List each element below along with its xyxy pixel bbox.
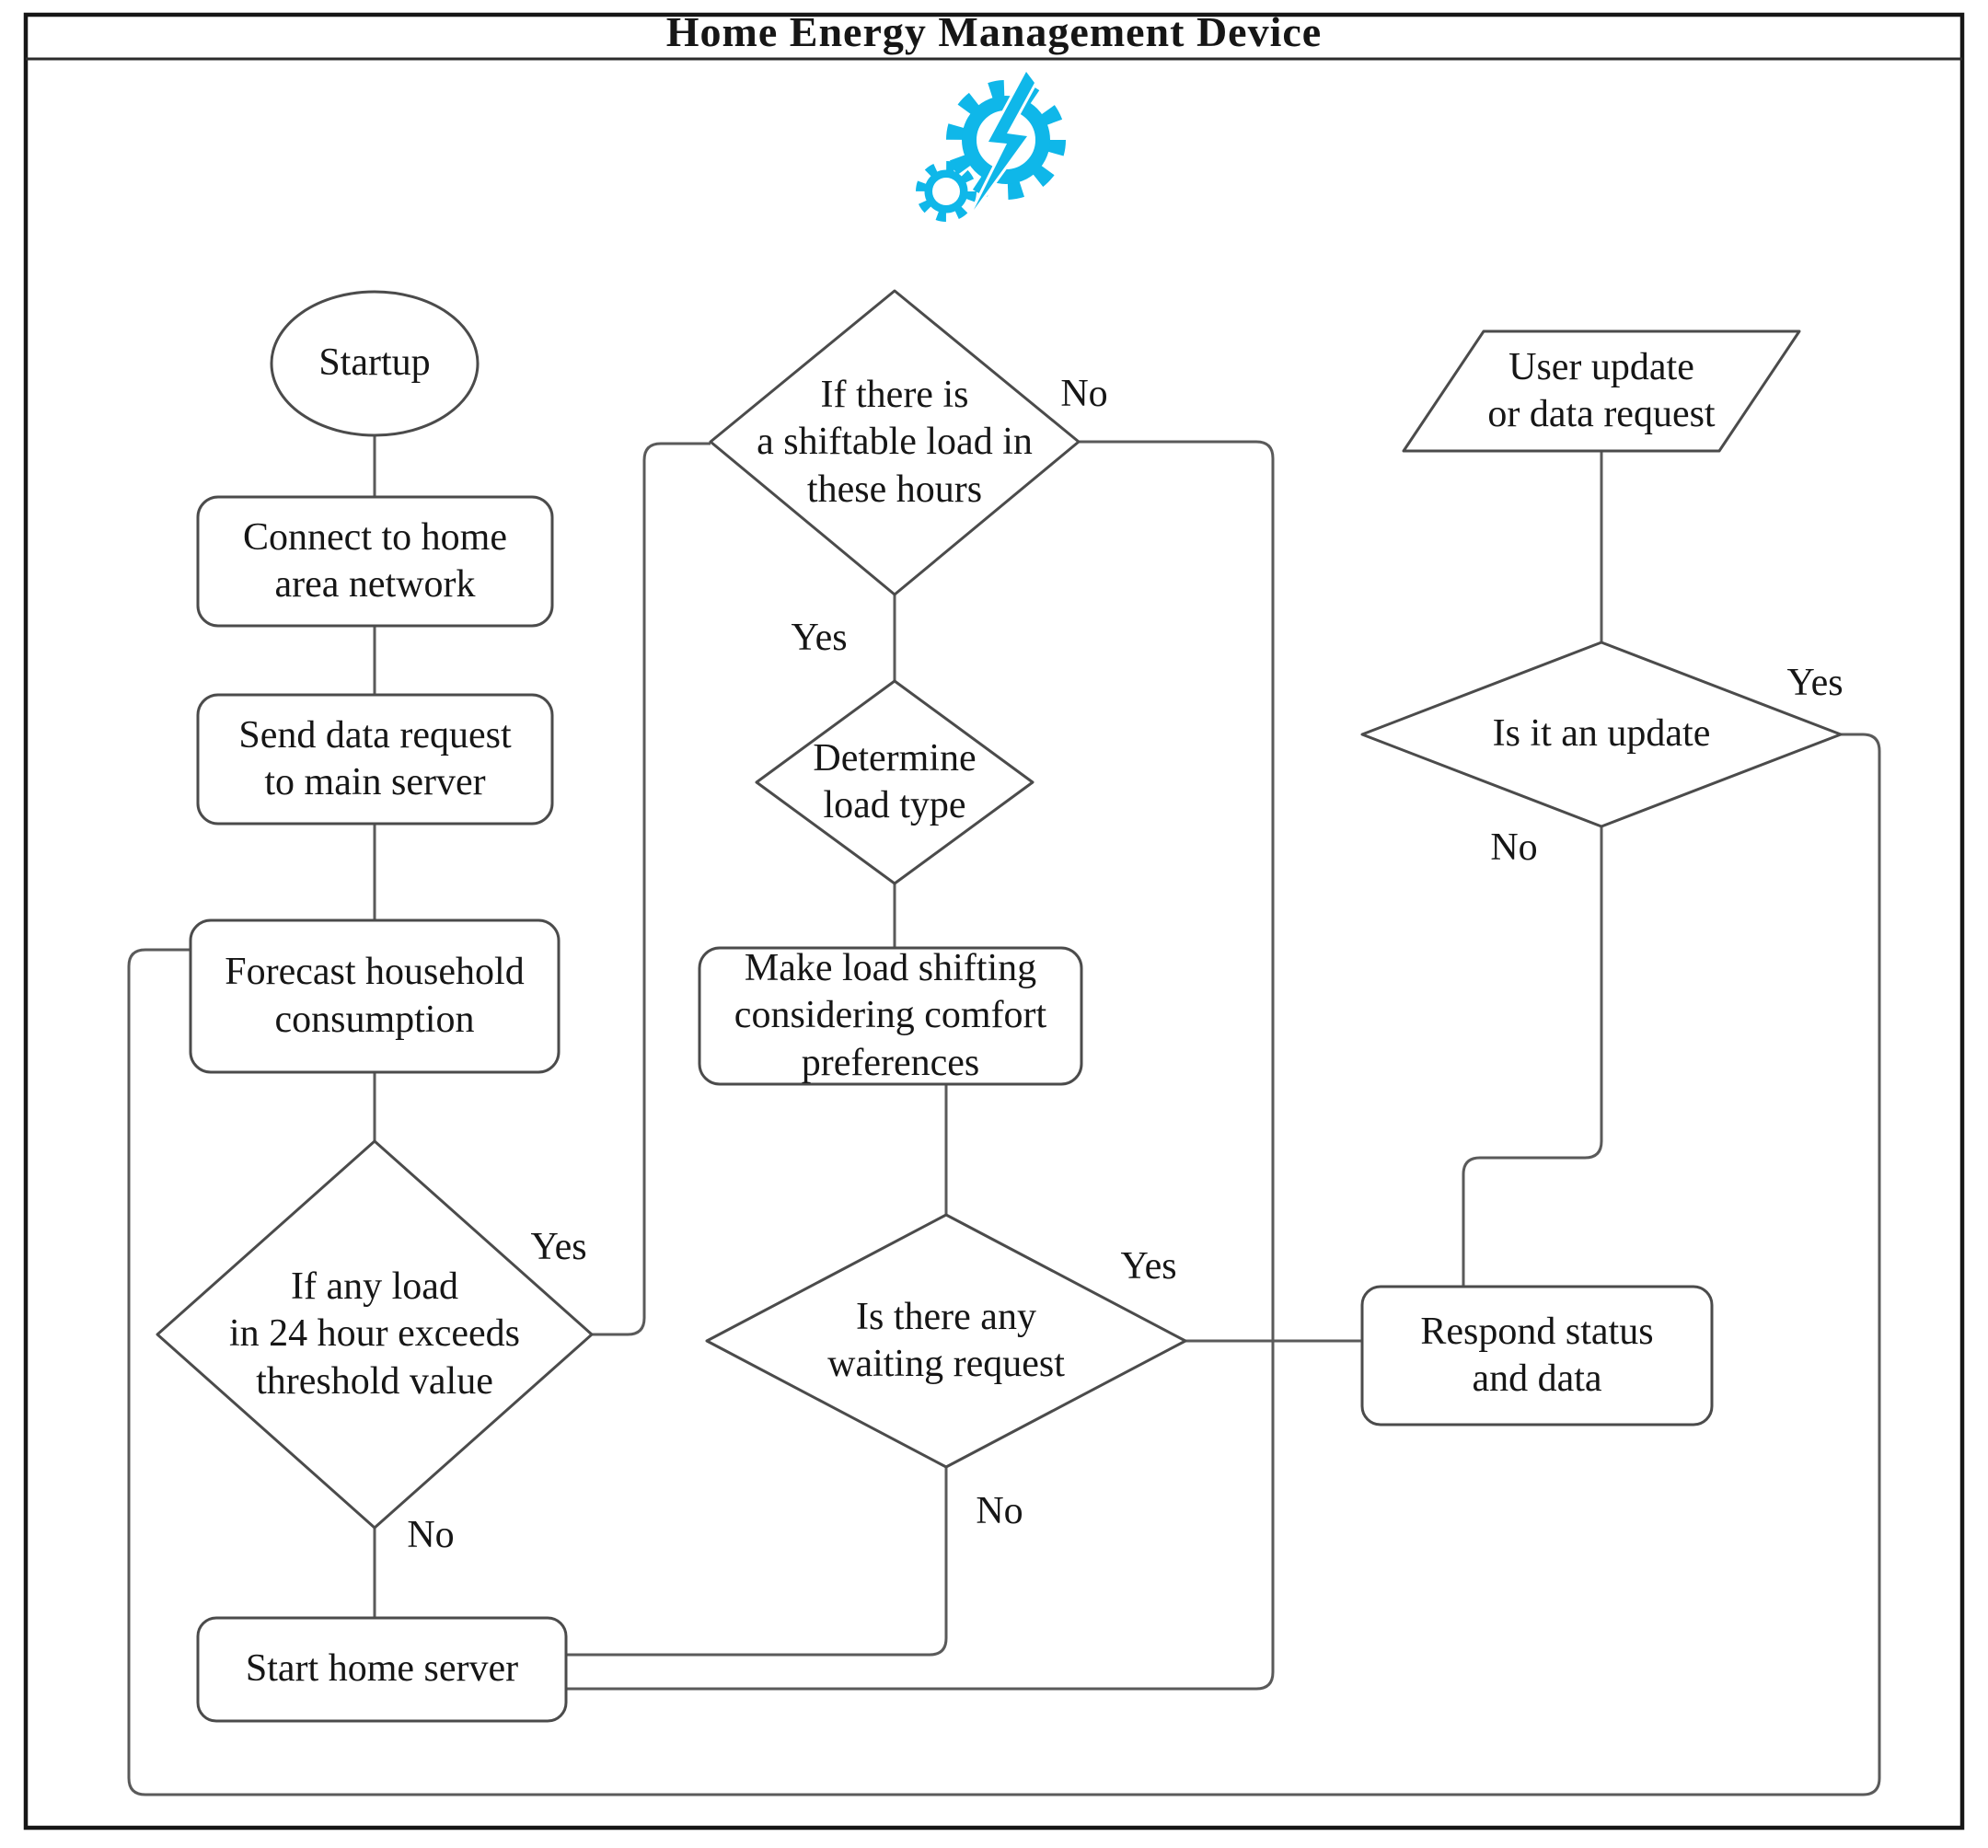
node-respond-status: Respond status and data bbox=[1420, 1310, 1654, 1400]
edge-label-threshold-no: No bbox=[407, 1514, 455, 1556]
gear-teeth-large bbox=[946, 80, 1066, 200]
gear-ring-large bbox=[962, 96, 1050, 184]
edge-threshold-yes bbox=[592, 442, 711, 1336]
edge-label-waiting-yes: Yes bbox=[1120, 1245, 1177, 1288]
shape-user-update-request bbox=[1402, 329, 1801, 453]
node-make-load-shifting: Make load shifting considering comfort p… bbox=[734, 947, 1047, 1084]
node-shiftable-load-decision: If there is a shiftable load in these ho… bbox=[757, 374, 1033, 511]
shape-send-data-request bbox=[196, 693, 554, 826]
gear-hole-small bbox=[932, 178, 960, 205]
node-connect-han: Connect to home area network bbox=[243, 515, 507, 606]
shape-start-home-server bbox=[196, 1616, 568, 1723]
node-send-data-request: Send data request to main server bbox=[238, 713, 512, 803]
edge-update-no bbox=[1462, 826, 1603, 1287]
edge-label-waiting-no: No bbox=[976, 1490, 1023, 1532]
edge-label-shiftable-no: No bbox=[1060, 373, 1108, 415]
edge-label-threshold-yes: Yes bbox=[530, 1226, 587, 1268]
edge-label-shiftable-yes: Yes bbox=[791, 617, 848, 659]
shape-is-update-decision bbox=[1360, 641, 1843, 828]
node-is-update-decision: Is it an update bbox=[1492, 712, 1711, 756]
shape-waiting-request-decision bbox=[705, 1213, 1187, 1469]
node-threshold-decision: If any load in 24 hour exceeds threshold… bbox=[228, 1265, 521, 1403]
shape-make-load-shifting bbox=[698, 946, 1083, 1086]
edge-update-yes-loop bbox=[127, 733, 1881, 1796]
node-waiting-request-decision: Is there any waiting request bbox=[827, 1295, 1065, 1385]
edge-label-update-yes: Yes bbox=[1786, 662, 1844, 704]
shape-respond-status bbox=[1360, 1285, 1714, 1426]
node-forecast-consumption: Forecast household consumption bbox=[225, 951, 525, 1041]
shape-forecast-consumption bbox=[189, 918, 561, 1074]
shape-shiftable-load-decision bbox=[709, 289, 1081, 596]
gear-ring-small bbox=[924, 169, 968, 214]
edge-waiting-no bbox=[566, 1467, 948, 1657]
figure-border bbox=[23, 12, 1965, 1831]
node-user-update-request: User update or data request bbox=[1487, 345, 1716, 435]
edge-shiftable-no bbox=[566, 440, 1275, 1691]
node-startup: Startup bbox=[318, 341, 431, 385]
gear-lightning-icon bbox=[916, 66, 1066, 222]
edge-label-update-no: No bbox=[1490, 826, 1538, 869]
node-start-home-server: Start home server bbox=[245, 1647, 519, 1691]
lightning-bolt-icon bbox=[971, 66, 1038, 212]
shape-startup bbox=[270, 290, 480, 437]
page-title: Home Energy Management Device bbox=[665, 7, 1323, 55]
shape-connect-han bbox=[196, 495, 554, 628]
gear-teeth-small bbox=[916, 161, 977, 222]
shape-determine-load-type bbox=[755, 679, 1034, 885]
node-determine-load-type: Determine load type bbox=[813, 736, 977, 826]
shape-threshold-decision bbox=[156, 1139, 594, 1530]
